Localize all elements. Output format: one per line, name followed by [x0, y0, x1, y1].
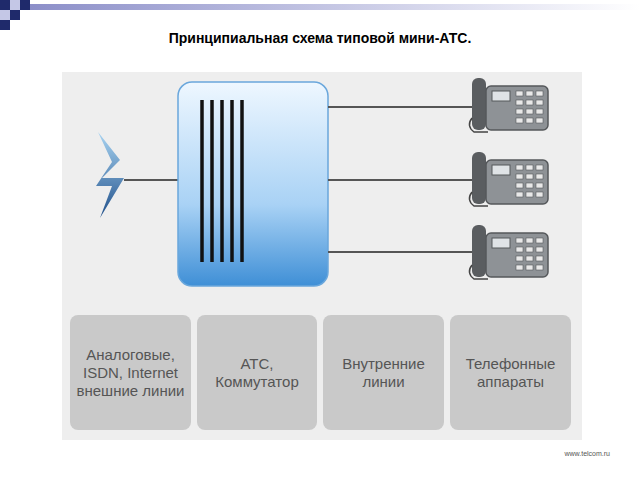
- background-panel: [62, 72, 582, 440]
- pbx-box: [178, 82, 328, 286]
- box-label: Внутренние линии: [329, 355, 438, 391]
- caption-box: Аналоговые, ISDN, Internet внешние линии: [70, 315, 191, 430]
- caption-box: Внутренние линии: [323, 315, 444, 430]
- decor-square: [20, 0, 30, 10]
- decor-square: [0, 10, 10, 20]
- decor-square: [0, 0, 10, 10]
- external-line: [124, 179, 180, 181]
- box-label: АТС, Коммутатор: [203, 355, 311, 391]
- decor-square: [0, 20, 10, 30]
- decor-bar: [30, 4, 640, 10]
- slide-title: Принципиальная схема типовой мини-АТС.: [0, 30, 640, 46]
- internal-lines: [328, 107, 472, 252]
- caption-box: АТС, Коммутатор: [197, 315, 317, 430]
- watermark: www.telcom.ru: [564, 450, 610, 457]
- box-label: Аналоговые, ISDN, Internet внешние линии: [76, 346, 185, 400]
- caption-box: Телефонные аппараты: [450, 315, 571, 430]
- decor-square: [10, 0, 20, 10]
- lightning-symbol: [96, 132, 124, 218]
- pbx-bars: [202, 100, 242, 262]
- box-label: Телефонные аппараты: [456, 355, 565, 391]
- decor-square: [10, 10, 20, 20]
